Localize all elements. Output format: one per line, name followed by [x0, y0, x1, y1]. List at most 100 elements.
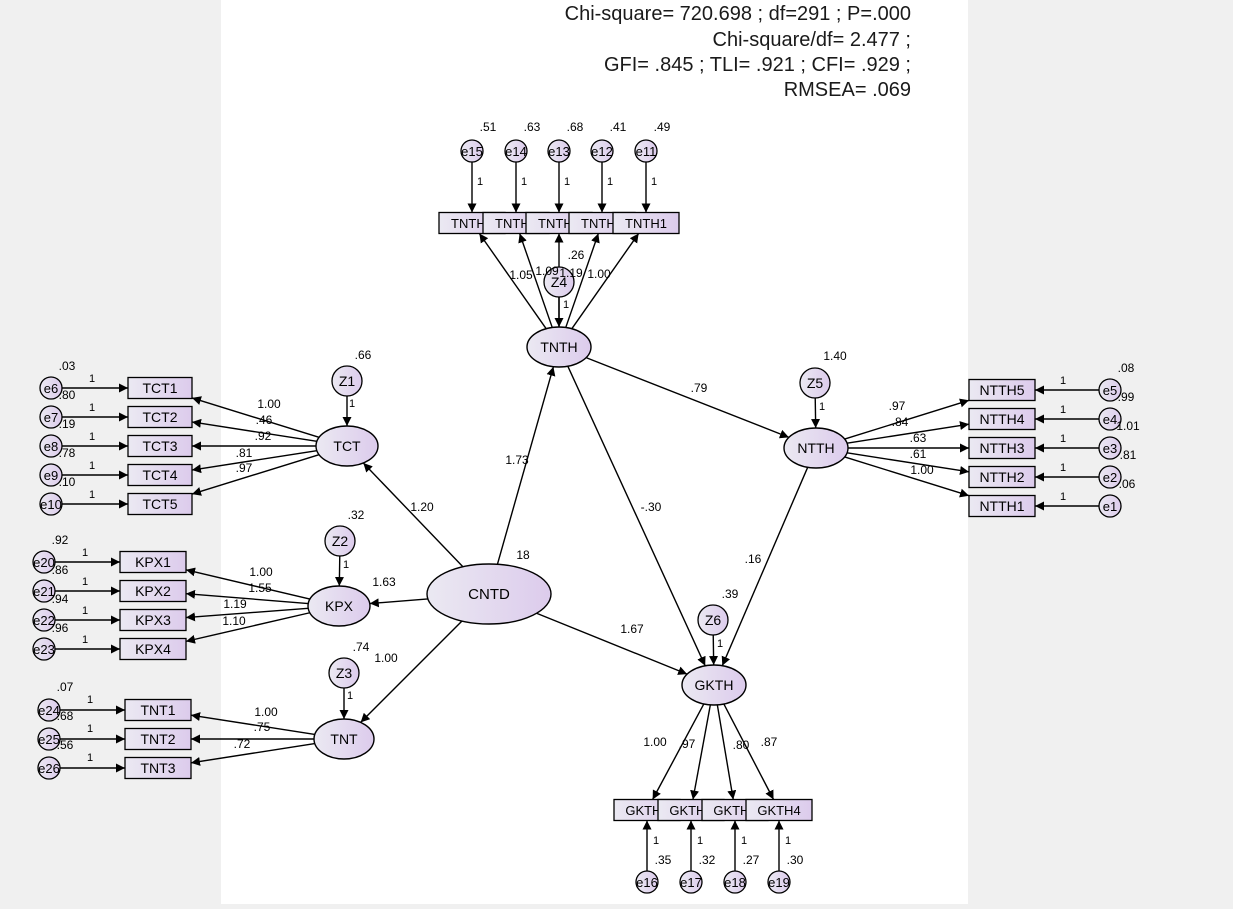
error-e17-label: e17	[680, 875, 702, 890]
error-fixed-e1: 1	[1060, 491, 1066, 503]
error-e14-label: e14	[505, 144, 527, 159]
disturbance-variance-z2: .32	[348, 508, 365, 522]
coef-ntth-gkth: .16	[745, 552, 762, 566]
error-variance-e4: .99	[1118, 390, 1135, 404]
loading-ntth4: .84	[892, 415, 909, 429]
loading-tnth6: 1.05	[509, 268, 533, 282]
error-variance-e18: .27	[743, 853, 760, 867]
error-variance-e22: .94	[52, 592, 69, 606]
loading-ntth3: .63	[910, 431, 927, 445]
loading-tnth4: 1.09	[535, 264, 559, 278]
fit-stat-chi-square: Chi-square= 720.698 ; df=291 ; P=.000	[565, 2, 911, 26]
error-fixed-e16: 1	[653, 835, 659, 847]
coef-tnth-ntth: .79	[691, 381, 708, 395]
error-variance-e7: .80	[59, 388, 76, 402]
error-fixed-e4: 1	[1060, 404, 1066, 416]
latent-label-ntth: NTTH	[797, 440, 834, 456]
error-variance-e12: .41	[610, 120, 627, 134]
error-e4-label: e4	[1103, 412, 1117, 427]
error-variance-e2: .81	[1120, 448, 1137, 462]
coef-cntd-tct: 1.20	[410, 500, 434, 514]
error-variance-e16: .35	[655, 853, 672, 867]
error-fixed-e13: 1	[564, 176, 570, 188]
error-e10-label: e10	[40, 497, 62, 512]
indicator-tct4-label: TCT4	[143, 467, 178, 483]
error-variance-e19: .30	[787, 853, 804, 867]
disturbance-fixed-z2: 1	[343, 559, 349, 571]
fit-stat-chi-ratio: Chi-square/df= 2.477 ;	[713, 28, 911, 52]
error-fixed-e25: 1	[87, 723, 93, 735]
loading-tnth2: 1.00	[587, 267, 611, 281]
disturbance-variance-z4: .26	[568, 248, 585, 262]
indicator-kpx4-label: KPX4	[135, 641, 171, 657]
loading-tnt3: .72	[234, 737, 251, 751]
error-e6-label: e6	[44, 381, 58, 396]
error-fixed-e17: 1	[697, 835, 703, 847]
indicator-gkth4-label: GKTH4	[757, 803, 800, 818]
error-fixed-e7: 1	[89, 402, 95, 414]
latent-label-tnt: TNT	[330, 731, 358, 747]
error-variance-e1: .06	[1119, 477, 1136, 491]
disturbance-fixed-z6: 1	[717, 638, 723, 650]
indicator-tnt2-label: TNT2	[141, 731, 176, 747]
loading-kpx1: 1.00	[249, 565, 273, 579]
error-fixed-e22: 1	[82, 605, 88, 617]
error-fixed-e23: 1	[82, 634, 88, 646]
loading-gkth2: .97	[679, 737, 696, 751]
disturbance-label-z3: Z3	[336, 665, 353, 681]
error-e19-label: e19	[768, 875, 790, 890]
error-variance-e14: .63	[524, 120, 541, 134]
loading-tnt2: .75	[254, 720, 271, 734]
disturbance-fixed-z5: 1	[819, 401, 825, 413]
error-variance-e17: .32	[699, 853, 716, 867]
disturbance-variance-z1: .66	[355, 348, 372, 362]
indicator-kpx1-label: KPX1	[135, 554, 171, 570]
indicator-ntth5-label: NTTH5	[979, 382, 1024, 398]
error-fixed-e5: 1	[1060, 375, 1066, 387]
error-variance-e10: .10	[59, 475, 76, 489]
error-variance-e21: .86	[52, 563, 69, 577]
error-e23-label: e23	[33, 642, 55, 657]
disturbance-variance-z6: .39	[722, 587, 739, 601]
error-fixed-e18: 1	[741, 835, 747, 847]
fit-stat-rmsea: RMSEA= .069	[784, 78, 911, 102]
error-fixed-e14: 1	[521, 176, 527, 188]
error-variance-e8: .19	[59, 417, 76, 431]
error-fixed-e10: 1	[89, 489, 95, 501]
disturbance-variance-z5: 1.40	[823, 349, 847, 363]
coef-cntd-gkth: 1.67	[620, 622, 644, 636]
coef-tnth-gkth: -.30	[641, 500, 662, 514]
disturbance-label-z1: Z1	[339, 373, 356, 389]
loading-tct5: .97	[236, 461, 253, 475]
error-variance-e25: .68	[57, 709, 74, 723]
error-e3-label: e3	[1103, 441, 1117, 456]
error-e16-label: e16	[636, 875, 658, 890]
coef-cntd-tnth: 1.73	[505, 453, 529, 467]
disturbance-fixed-z3: 1	[347, 690, 353, 702]
error-fixed-e15: 1	[477, 176, 483, 188]
loading-tct4: .81	[236, 446, 253, 460]
error-fixed-e2: 1	[1060, 462, 1066, 474]
error-e11-label: e11	[636, 144, 657, 159]
loading-tct3: .92	[255, 429, 272, 443]
error-e5-label: e5	[1103, 383, 1117, 398]
error-e2-label: e2	[1103, 470, 1117, 485]
loading-ntth1: 1.00	[910, 463, 934, 477]
indicator-tct2-label: TCT2	[143, 409, 178, 425]
fit-stat-indices: GFI= .845 ; TLI= .921 ; CFI= .929 ;	[604, 53, 911, 77]
disturbance-label-z6: Z6	[705, 612, 722, 628]
indicator-tnt1-label: TNT1	[141, 702, 176, 718]
error-e7-label: e7	[44, 410, 58, 425]
error-variance-e6: .03	[59, 359, 76, 373]
loading-gkth4: .87	[761, 735, 778, 749]
indicator-tct3-label: TCT3	[143, 438, 178, 454]
disturbance-fixed-z1: 1	[349, 398, 355, 410]
loading-tnth3: 1.19	[559, 266, 583, 280]
error-e18-label: e18	[724, 875, 746, 890]
loading-kpx2: 1.55	[248, 581, 272, 595]
error-fixed-e26: 1	[87, 752, 93, 764]
error-variance-e9: .78	[59, 446, 76, 460]
error-e15-label: e15	[461, 144, 483, 159]
